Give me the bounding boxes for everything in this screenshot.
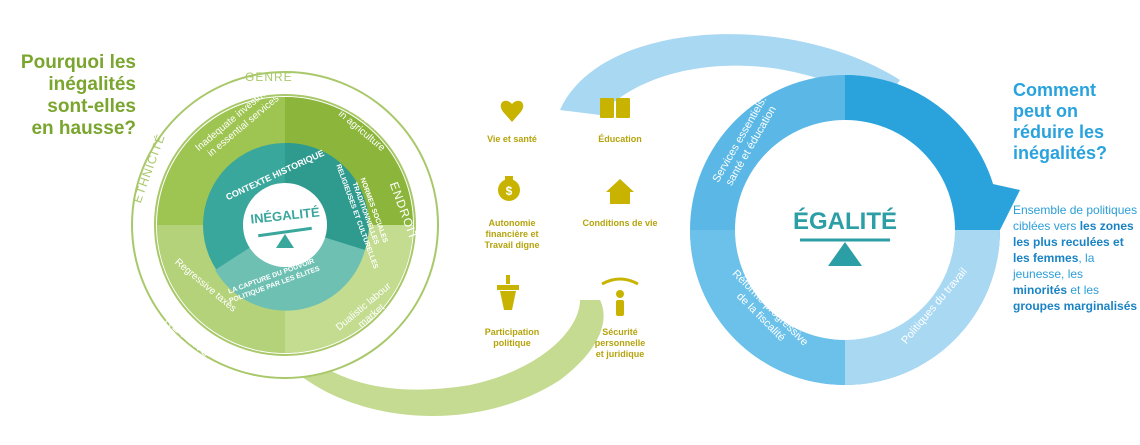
scale-icon xyxy=(276,234,294,248)
inequality-wheel xyxy=(131,71,439,379)
desc-part-4: minorités xyxy=(1013,283,1068,297)
desc-part-1: Ensemble de politiques ciblées vers xyxy=(1013,203,1138,233)
desc-part-2: les zones les plus reculées et les femme… xyxy=(1013,219,1134,265)
money-bag-icon: $ xyxy=(498,176,520,201)
arrow-head-top xyxy=(975,180,1020,230)
icon-label-conditions: Conditions de vie xyxy=(582,218,658,228)
center-disc xyxy=(243,183,327,267)
swoosh-blue xyxy=(560,34,900,115)
desc-part-5: et les xyxy=(1067,283,1100,297)
ring-label-genre: GENRE xyxy=(245,70,293,84)
house-icon xyxy=(606,179,634,204)
icon-label-autonomie: Autonomie financière et Travail digne xyxy=(484,218,540,250)
icon-label-securite: Sécurité personnelle et juridique xyxy=(594,327,646,359)
icon-label-education: Éducation xyxy=(598,134,642,144)
desc-part-6: groupes marginalisés xyxy=(1013,299,1138,313)
equality-wheel xyxy=(690,75,1020,385)
icon-label-participation: Participation politique xyxy=(484,327,540,348)
right-title: Comment peut on réduire les inégalités? xyxy=(1013,80,1108,163)
middle-segment-bottom-right xyxy=(285,225,413,353)
icon-label-vie-sante: Vie et santé xyxy=(487,134,537,144)
equality-center-label: ÉGALITÉ xyxy=(792,208,897,235)
person-shield-icon xyxy=(601,277,639,316)
right-description: Ensemble de politiques ciblées vers les … xyxy=(1013,202,1138,314)
desc-part-3: , la jeunesse, les xyxy=(1013,251,1095,281)
middle-segment-bottom-left xyxy=(157,225,285,353)
heart-icon xyxy=(500,100,524,122)
left-title: Pourquoi les inégalités sont-elles en ha… xyxy=(20,52,136,139)
podium-icon xyxy=(497,275,519,310)
middle-segment-top-right xyxy=(285,97,413,225)
book-icon xyxy=(600,98,630,118)
swoosh-green xyxy=(255,300,604,416)
svg-text:$: $ xyxy=(506,184,513,198)
balance-icon xyxy=(828,242,862,266)
equality-center xyxy=(735,120,955,340)
